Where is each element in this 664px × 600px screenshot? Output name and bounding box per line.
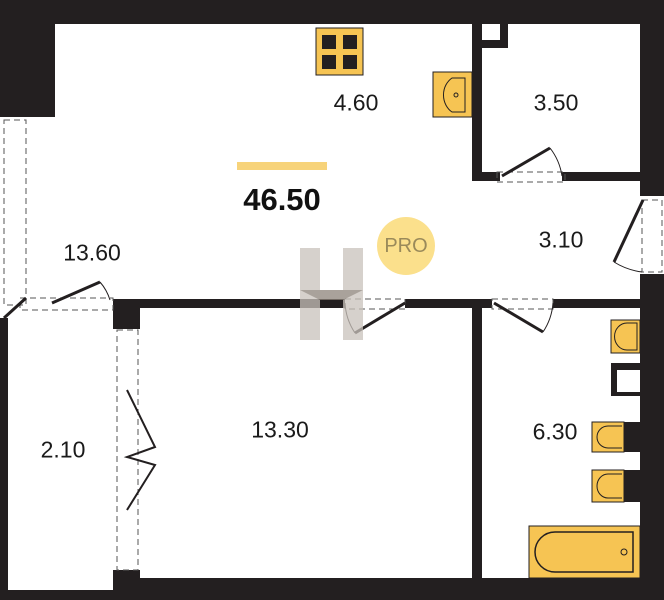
doors <box>2 146 645 511</box>
room-area-hall: 3.10 <box>538 226 584 253</box>
bathroom-sink-icon <box>610 319 641 354</box>
room-area-wardrobe: 3.50 <box>533 89 579 116</box>
kitchen-sink-icon <box>432 71 473 118</box>
logo-watermark-icon <box>300 248 363 340</box>
pro-badge: PRO <box>384 234 428 257</box>
total-area: 46.50 <box>243 182 321 217</box>
accent-bar <box>237 162 327 170</box>
room-area-living: 13.60 <box>63 239 121 266</box>
toilet-icon <box>591 421 640 453</box>
window-left <box>3 119 663 571</box>
stove-icon <box>315 27 364 76</box>
room-area-bathroom: 6.30 <box>532 418 578 445</box>
room-area-kitchen: 4.60 <box>333 89 379 116</box>
pro-badge-circle <box>377 217 435 275</box>
room-area-balcony: 2.10 <box>40 436 86 463</box>
bathtub-icon <box>528 525 641 579</box>
room-area-bedroom: 13.30 <box>251 416 309 443</box>
bidet-icon <box>591 469 640 503</box>
